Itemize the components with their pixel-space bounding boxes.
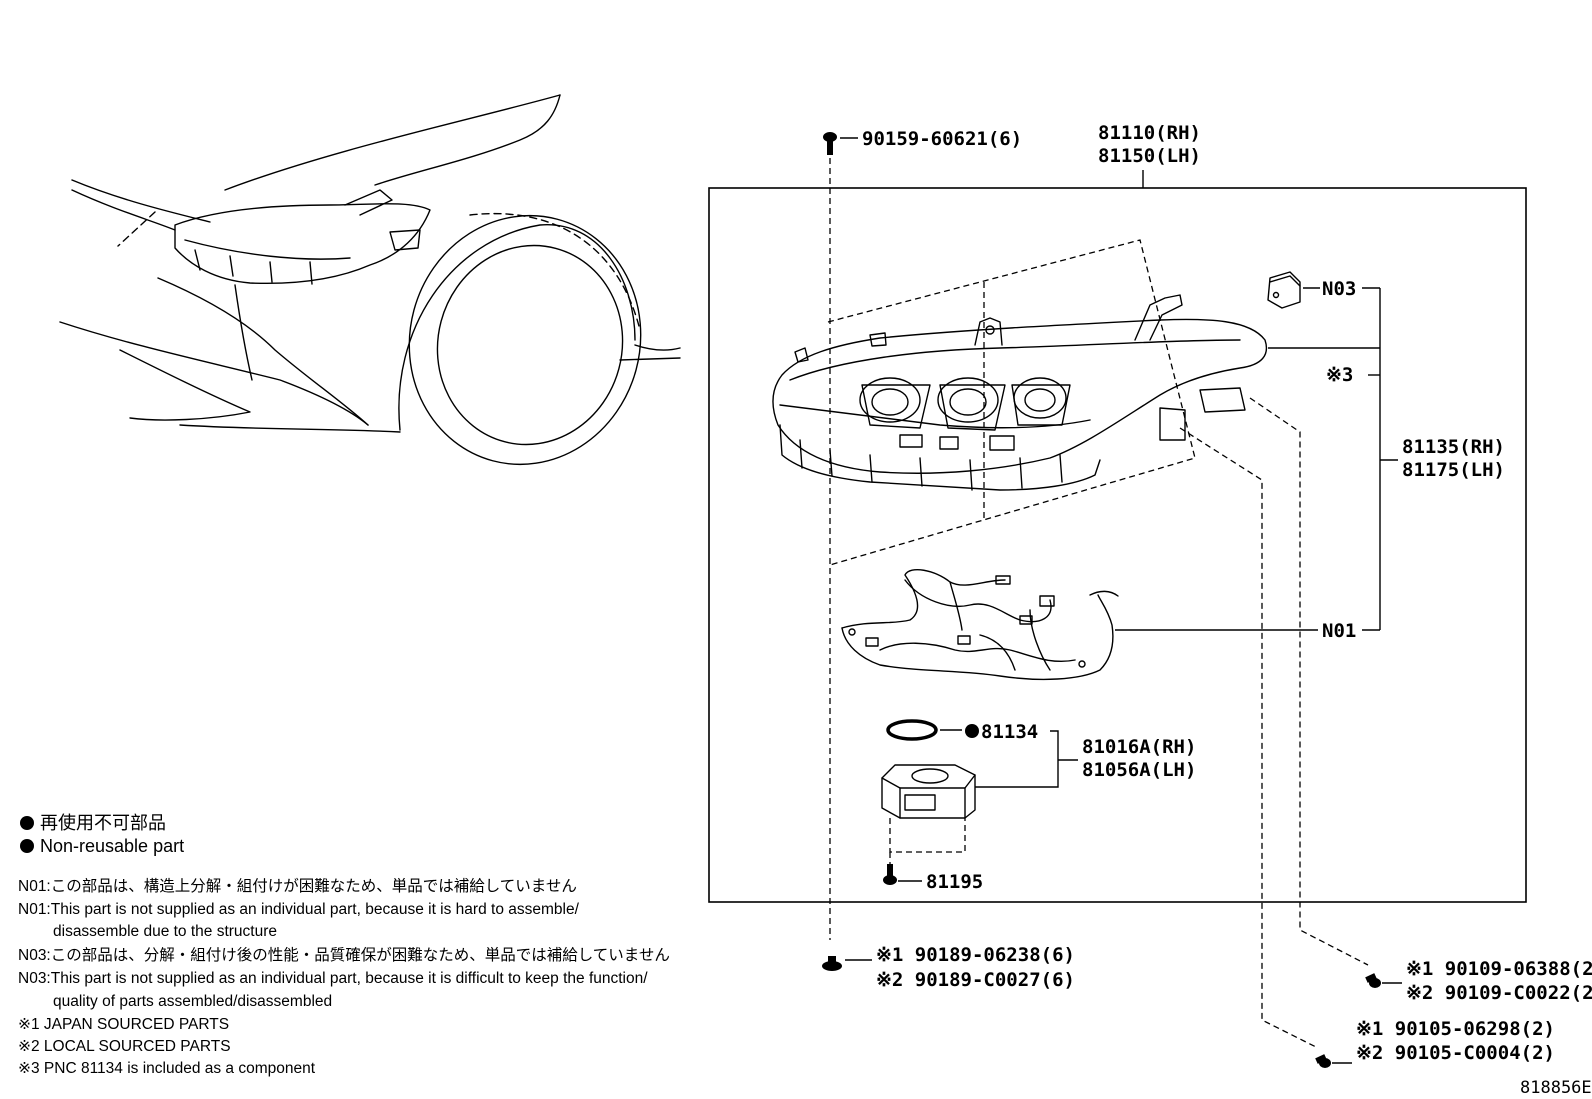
label-bolt1-b: ※2 90109-C0022(2) <box>1406 982 1592 1004</box>
bolt-icon <box>1315 1054 1331 1068</box>
label-assy-lh: 81150(LH) <box>1098 145 1201 167</box>
label-nut-1: ※1 90189-06238(6) <box>876 944 1075 966</box>
non-reusable-marker <box>965 724 979 738</box>
legend-dot-icon <box>20 839 34 853</box>
label-n03: N03 <box>1322 278 1356 300</box>
bolt-icon <box>1365 973 1381 988</box>
n03-part-illustration <box>1267 271 1301 309</box>
figure-id: 818856E <box>1520 1078 1592 1098</box>
label-bolt1-a: ※1 90109-06388(2) <box>1406 958 1592 980</box>
label-screw: 81195 <box>926 871 983 893</box>
label-unit-lh: 81175(LH) <box>1402 459 1505 481</box>
label-assy-rh: 81110(RH) <box>1098 122 1201 144</box>
headlamp-unit-illustration <box>772 239 1267 566</box>
light-control-computer-illustration <box>881 764 976 819</box>
note-ref2: ※2 LOCAL SOURCED PARTS <box>18 1038 231 1055</box>
label-bolt-90159: 90159-60621(6) <box>862 128 1022 150</box>
note-n01-en-1: N01:This part is not supplied as an indi… <box>18 901 580 918</box>
note-n03-jp: N03:この部品は、分解・組付け後の性能・品質確保が困難なため、単品では補給して… <box>18 946 670 964</box>
label-unit-rh: 81135(RH) <box>1402 436 1505 458</box>
legend-dot-icon <box>20 816 34 830</box>
note-n01-jp: N01:この部品は、構造上分解・組付けが困難なため、単品では補給していません <box>18 877 577 895</box>
assembly-frame <box>708 187 1527 903</box>
bolt-icon <box>823 132 837 155</box>
label-bolt2-b: ※2 90105-C0004(2) <box>1356 1042 1555 1064</box>
legend-en: Non-reusable part <box>40 836 184 856</box>
note-ref1: ※1 JAPAN SOURCED PARTS <box>18 1016 229 1033</box>
label-ref3: ※3 <box>1326 364 1353 386</box>
label-computer-rh: 81016A(RH) <box>1082 736 1196 758</box>
gasket-illustration <box>886 719 938 741</box>
nut-icon <box>822 956 842 971</box>
screw-icon <box>883 864 897 885</box>
note-ref3: ※3 PNC 81134 is included as a component <box>18 1060 316 1077</box>
note-n03-en-2: quality of parts assembled/disassembled <box>53 993 332 1010</box>
label-n01: N01 <box>1322 620 1356 642</box>
label-gasket: 81134 <box>981 721 1038 743</box>
vehicle-overview-illustration <box>59 94 681 466</box>
wire-harness-illustration <box>841 568 1119 681</box>
legend-jp: 再使用不可部品 <box>40 813 166 833</box>
label-computer-lh: 81056A(LH) <box>1082 759 1196 781</box>
note-n01-en-2: disassemble due to the structure <box>53 923 277 940</box>
label-bolt2-a: ※1 90105-06298(2) <box>1356 1018 1555 1040</box>
label-nut-2: ※2 90189-C0027(6) <box>876 969 1075 991</box>
note-n03-en-1: N03:This part is not supplied as an indi… <box>18 970 648 987</box>
